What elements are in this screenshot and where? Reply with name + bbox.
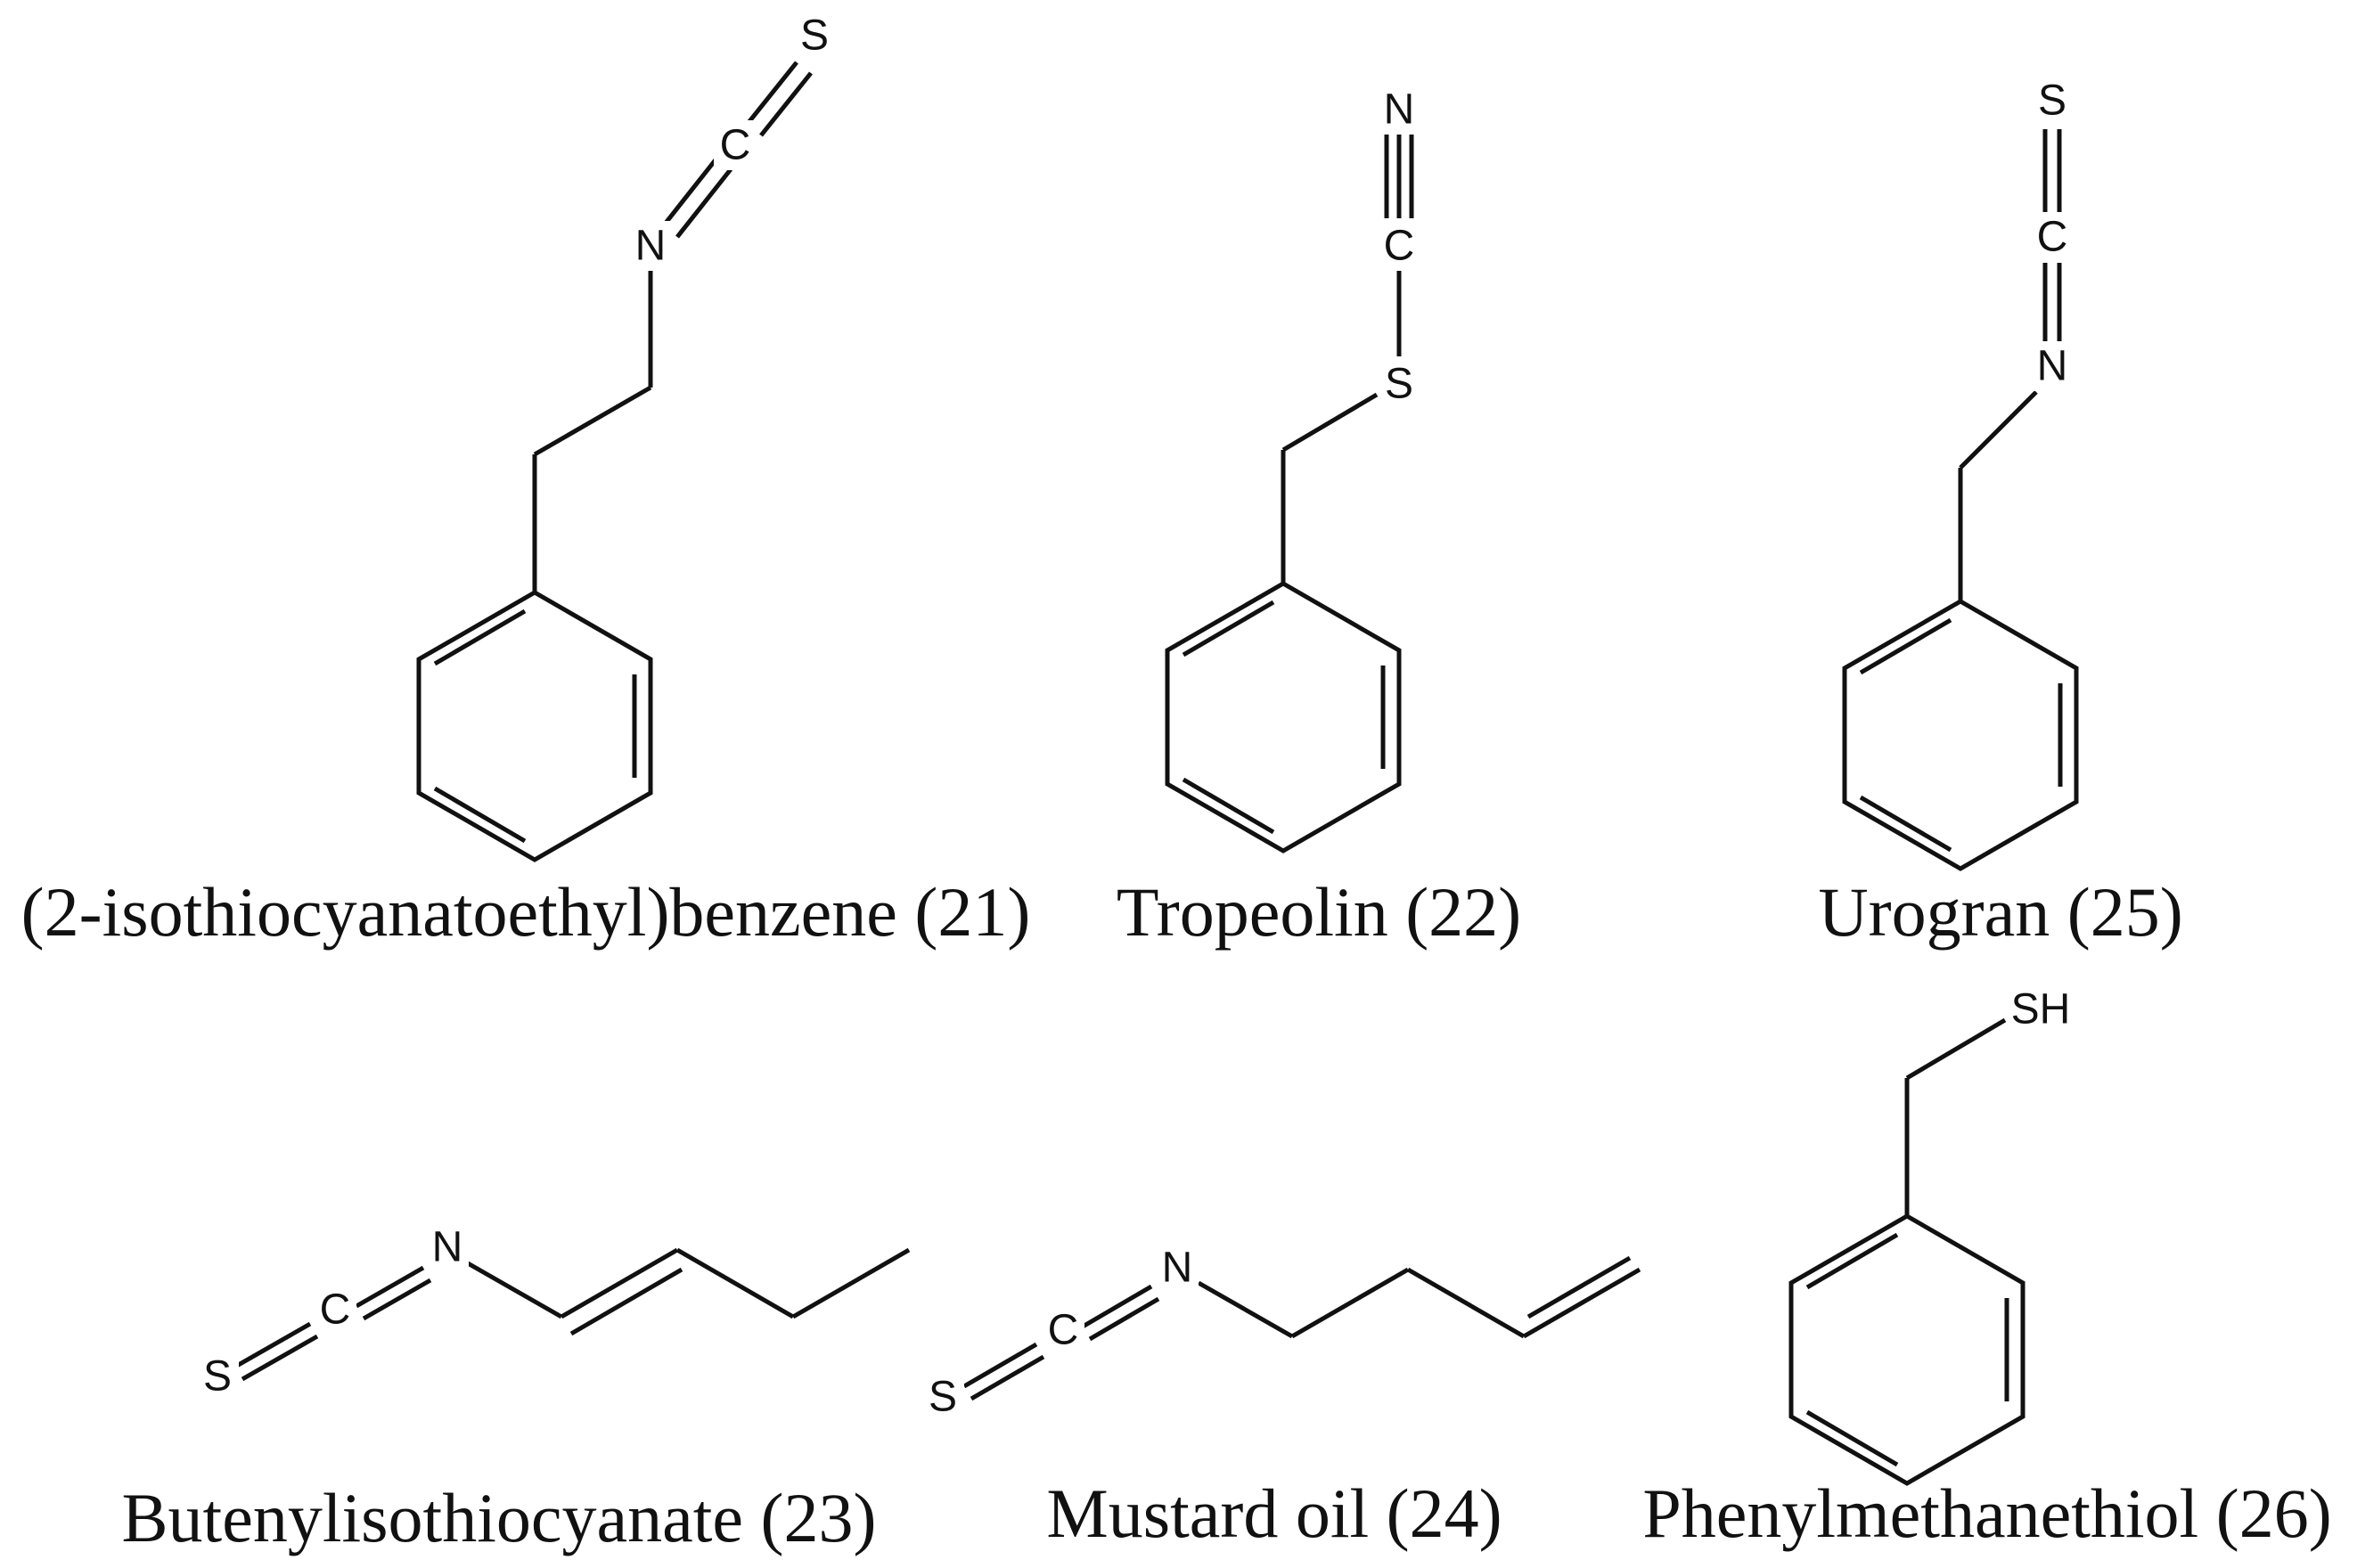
atom-label-n: N bbox=[2037, 343, 2068, 390]
double-bond bbox=[759, 71, 813, 137]
double-bond bbox=[560, 1247, 679, 1319]
single-bond bbox=[466, 1261, 563, 1319]
aromatic-inner-bond bbox=[1182, 600, 1275, 657]
atom-label-n: N bbox=[432, 1224, 463, 1271]
compound-26-structure: SH bbox=[1788, 984, 2075, 1486]
caption-compound-22: Tropeolin (22) bbox=[1116, 873, 1522, 951]
aromatic-inner-bond bbox=[1182, 777, 1275, 835]
double-bond bbox=[962, 1342, 1038, 1389]
single-bond bbox=[533, 385, 652, 457]
atom-label-s: S bbox=[800, 12, 829, 60]
single-bond bbox=[791, 1247, 911, 1319]
double-bond bbox=[675, 167, 732, 239]
compound-22-structure: S C N bbox=[1165, 85, 1420, 853]
benzene-ring bbox=[1842, 599, 2079, 871]
caption-compound-23: Butenylisothiocyanate (23) bbox=[121, 1479, 877, 1556]
double-bond bbox=[1522, 1267, 1641, 1339]
aromatic-inner-bond bbox=[1859, 795, 1952, 853]
compound-24-structure: S C N bbox=[921, 1243, 1641, 1422]
double-bond bbox=[241, 1334, 319, 1382]
aromatic-inner-bond bbox=[1859, 617, 1952, 675]
double-bond bbox=[1081, 1284, 1153, 1329]
atom-label-s: S bbox=[929, 1374, 957, 1421]
atom-label-s: S bbox=[2038, 78, 2066, 125]
atom-label-sh: SH bbox=[2011, 986, 2071, 1033]
compound-25-structure: N C S bbox=[1842, 76, 2079, 871]
double-bond bbox=[745, 61, 798, 127]
benzene-ring bbox=[1788, 1213, 2026, 1486]
single-bond bbox=[1905, 1017, 2007, 1081]
caption-compound-25: Urogran (25) bbox=[1818, 873, 2183, 951]
single-bond bbox=[1406, 1267, 1526, 1339]
atom-label-n: N bbox=[1162, 1245, 1193, 1292]
atom-label-c: C bbox=[2037, 214, 2068, 261]
single-bond bbox=[1959, 390, 2038, 470]
double-bond bbox=[1088, 1296, 1160, 1342]
atom-label-n: N bbox=[635, 223, 667, 270]
atom-label-n: N bbox=[1384, 86, 1415, 134]
benzene-ring bbox=[1165, 581, 1402, 853]
aromatic-inner-bond bbox=[433, 786, 527, 844]
atom-label-s: S bbox=[1385, 361, 1413, 408]
single-bond bbox=[1281, 392, 1379, 453]
benzene-ring bbox=[416, 590, 653, 862]
single-bond bbox=[675, 1247, 795, 1319]
atom-label-c: C bbox=[1048, 1307, 1079, 1354]
compound-21-structure: N C S bbox=[416, 11, 836, 862]
atom-label-s: S bbox=[203, 1353, 232, 1401]
atom-label-c: C bbox=[720, 122, 751, 169]
atom-label-c: C bbox=[1384, 223, 1415, 270]
caption-compound-26: Phenylmethanethiol (26) bbox=[1642, 1474, 2332, 1552]
double-bond bbox=[1526, 1255, 1632, 1319]
atom-label-c: C bbox=[320, 1286, 351, 1334]
aromatic-inner-bond bbox=[433, 608, 527, 666]
double-bond bbox=[233, 1321, 312, 1369]
caption-compound-21: (2-isothiocyanatoethyl)benzene (21) bbox=[20, 873, 1031, 951]
double-bond bbox=[355, 1265, 425, 1309]
double-bond bbox=[661, 157, 718, 228]
compound-23-structure: S C N bbox=[196, 1222, 911, 1401]
double-bond bbox=[569, 1267, 683, 1336]
double-bond bbox=[362, 1278, 432, 1321]
aromatic-inner-bond bbox=[1805, 1409, 1899, 1467]
single-bond bbox=[1290, 1267, 1410, 1339]
single-bond bbox=[1197, 1280, 1294, 1339]
caption-compound-24: Mustard oil (24) bbox=[1046, 1474, 1502, 1552]
aromatic-inner-bond bbox=[1805, 1232, 1899, 1290]
double-bond bbox=[970, 1354, 1045, 1401]
